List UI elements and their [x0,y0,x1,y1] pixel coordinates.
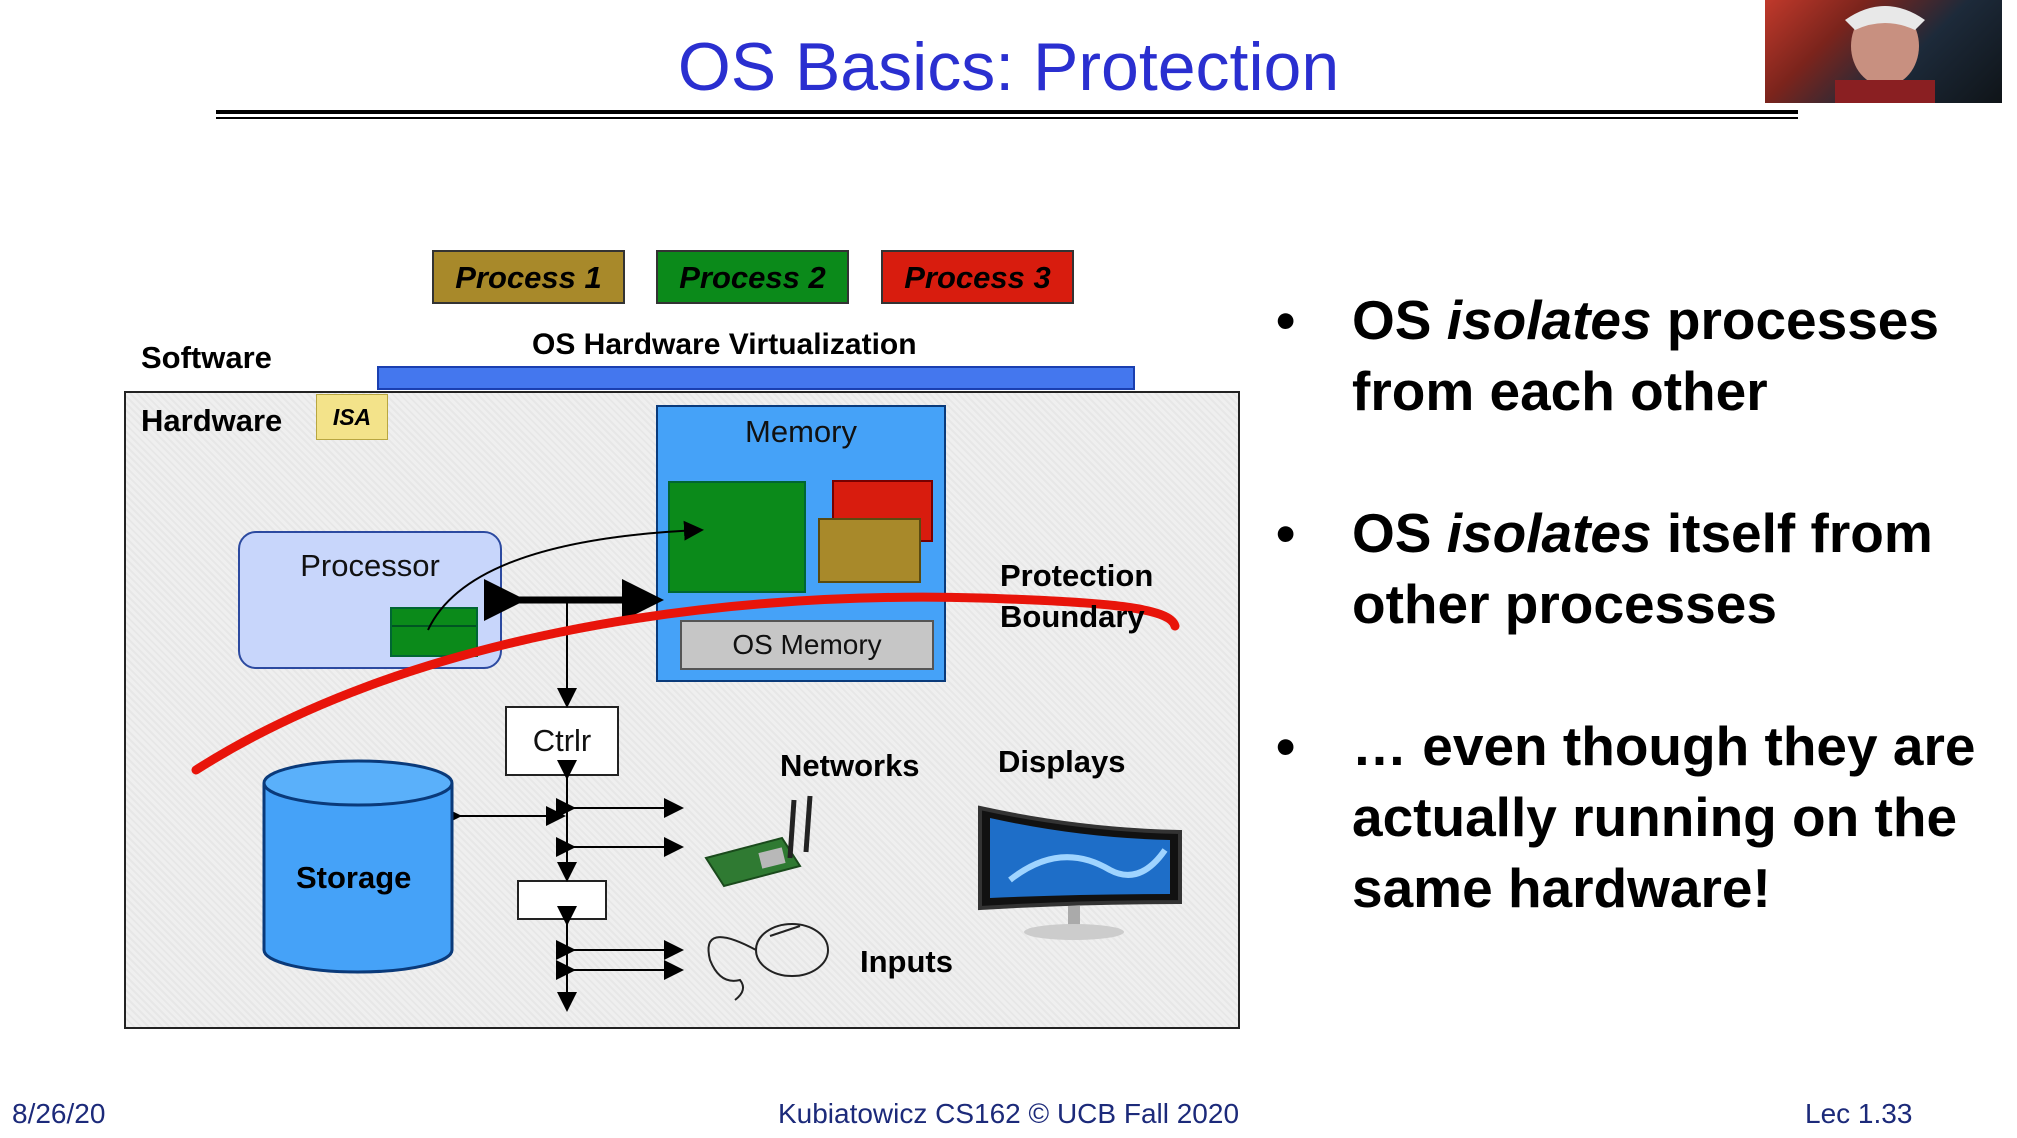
title-underline [216,110,1798,114]
protection-boundary-label: Protection Boundary [1000,558,1154,634]
displays-label: Displays [998,744,1126,779]
title-underline-thin [216,117,1798,119]
process-1-memory [818,518,921,583]
footer-date: 8/26/20 [12,1098,106,1129]
process-3-tag: Process 3 [881,250,1074,304]
processor-register [390,607,478,657]
bullet-text: OS [1352,289,1447,351]
mouse-icon [707,923,829,1001]
hardware-label: Hardware [141,403,283,438]
curved-monitor-icon [978,805,1182,940]
process-2-tag: Process 2 [656,250,849,304]
bullet-text: processes from each other [1352,289,1939,422]
virtualization-label: OS Hardware Virtualization [532,328,917,361]
bullet-text: itself from other processes [1352,502,1933,635]
software-label: Software [141,340,272,375]
process-1-tag: Process 1 [432,250,625,304]
processor-register-divider [392,625,476,627]
bullet-text: … even though they are actually running … [1352,715,1976,919]
bullet-dot: • [1276,715,1296,777]
bullet-emphasis: isolates [1446,502,1652,564]
bullet-item: • OS isolates processes from each other [1270,285,2010,427]
storage-label: Storage [296,860,412,895]
presenter-icon [1835,6,1935,103]
memory-label: Memory [745,414,857,449]
process-2-memory [668,481,806,593]
bullet-dot: • [1276,502,1296,564]
webcam-thumbnail [1765,0,2002,103]
bullet-list: • OS isolates processes from each other … [1270,285,2010,995]
bullet-dot: • [1276,289,1296,351]
protection-boundary-curve [191,592,1180,775]
virtualization-bar [377,366,1135,390]
bullet-item: • … even though they are actually runnin… [1270,711,2010,924]
os-memory-box: OS Memory [680,620,934,670]
processor-label: Processor [300,548,440,583]
bullet-emphasis: isolates [1446,289,1652,351]
isa-tag: ISA [316,394,388,440]
bullet-item: • OS isolates itself from other processe… [1270,498,2010,640]
slide-title: OS Basics: Protection [677,29,1340,105]
storage-cylinder-icon [262,759,454,974]
footer-course: Kubiatowicz CS162 © UCB Fall 2020 [777,1098,1240,1129]
pointer-arrow [427,520,704,631]
inputs-label: Inputs [860,944,953,979]
bullet-text: OS [1352,502,1447,564]
networks-label: Networks [780,748,920,783]
footer-slide-number: Lec 1.33 [1805,1098,1913,1129]
network-card-icon [704,795,813,888]
